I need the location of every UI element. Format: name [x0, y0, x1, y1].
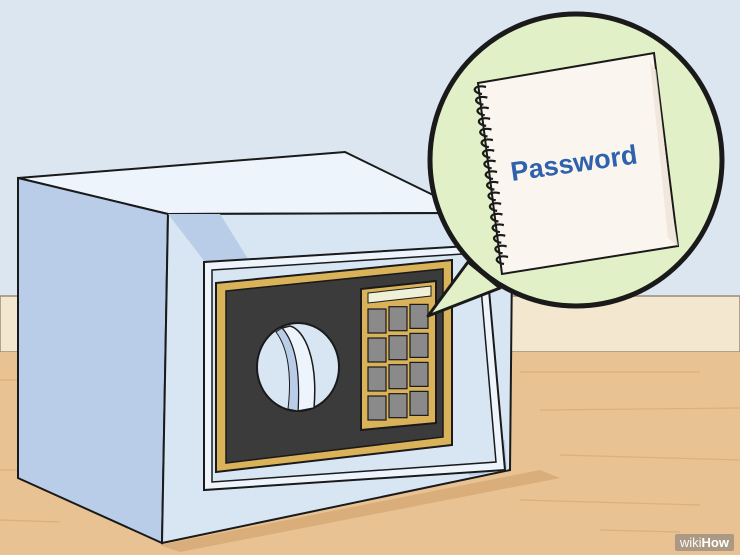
spiral-ring — [475, 95, 488, 106]
spiral-ring — [483, 159, 496, 170]
spiral-ring — [480, 138, 494, 149]
spiral-ring — [487, 191, 501, 202]
keypad-key[interactable] — [409, 361, 429, 387]
keypad-key[interactable] — [388, 335, 408, 361]
notepad: Password — [473, 51, 680, 276]
safe-front-shade — [168, 214, 250, 262]
spiral-ring — [486, 180, 499, 191]
spiral-ring — [494, 244, 507, 255]
safe-keypad[interactable] — [360, 279, 437, 432]
keypad-key[interactable] — [367, 308, 387, 334]
spiral-ring — [481, 149, 495, 159]
safe-left-side — [17, 176, 170, 545]
keypad-keys[interactable] — [367, 303, 429, 421]
notepad-spiral — [473, 85, 509, 266]
watermark-part2: How — [701, 535, 729, 550]
keypad-key[interactable] — [409, 332, 429, 358]
safe-dial[interactable] — [256, 322, 340, 412]
watermark: wikiHow — [674, 534, 734, 551]
spiral-ring — [488, 202, 502, 212]
keypad-key[interactable] — [367, 337, 387, 363]
keypad-display — [367, 285, 432, 304]
keypad-key[interactable] — [388, 393, 408, 419]
keypad-key[interactable] — [388, 364, 408, 390]
spiral-ring — [490, 212, 503, 223]
spiral-ring — [477, 117, 491, 127]
spiral-ring — [479, 127, 492, 138]
bubble-tail-cover — [436, 268, 494, 309]
spiral-ring — [484, 170, 498, 181]
spiral-ring — [491, 223, 505, 234]
safe-shadow — [160, 470, 560, 552]
spiral-ring — [473, 85, 487, 96]
keypad-key[interactable] — [367, 395, 387, 421]
keypad-key[interactable] — [367, 366, 387, 392]
keypad-key[interactable] — [409, 303, 429, 329]
spiral-ring — [476, 106, 490, 117]
keypad-key[interactable] — [409, 390, 429, 416]
spiral-ring — [492, 234, 506, 244]
spiral-ring — [495, 255, 509, 266]
keypad-key[interactable] — [388, 306, 408, 332]
watermark-part1: wiki — [679, 535, 702, 550]
